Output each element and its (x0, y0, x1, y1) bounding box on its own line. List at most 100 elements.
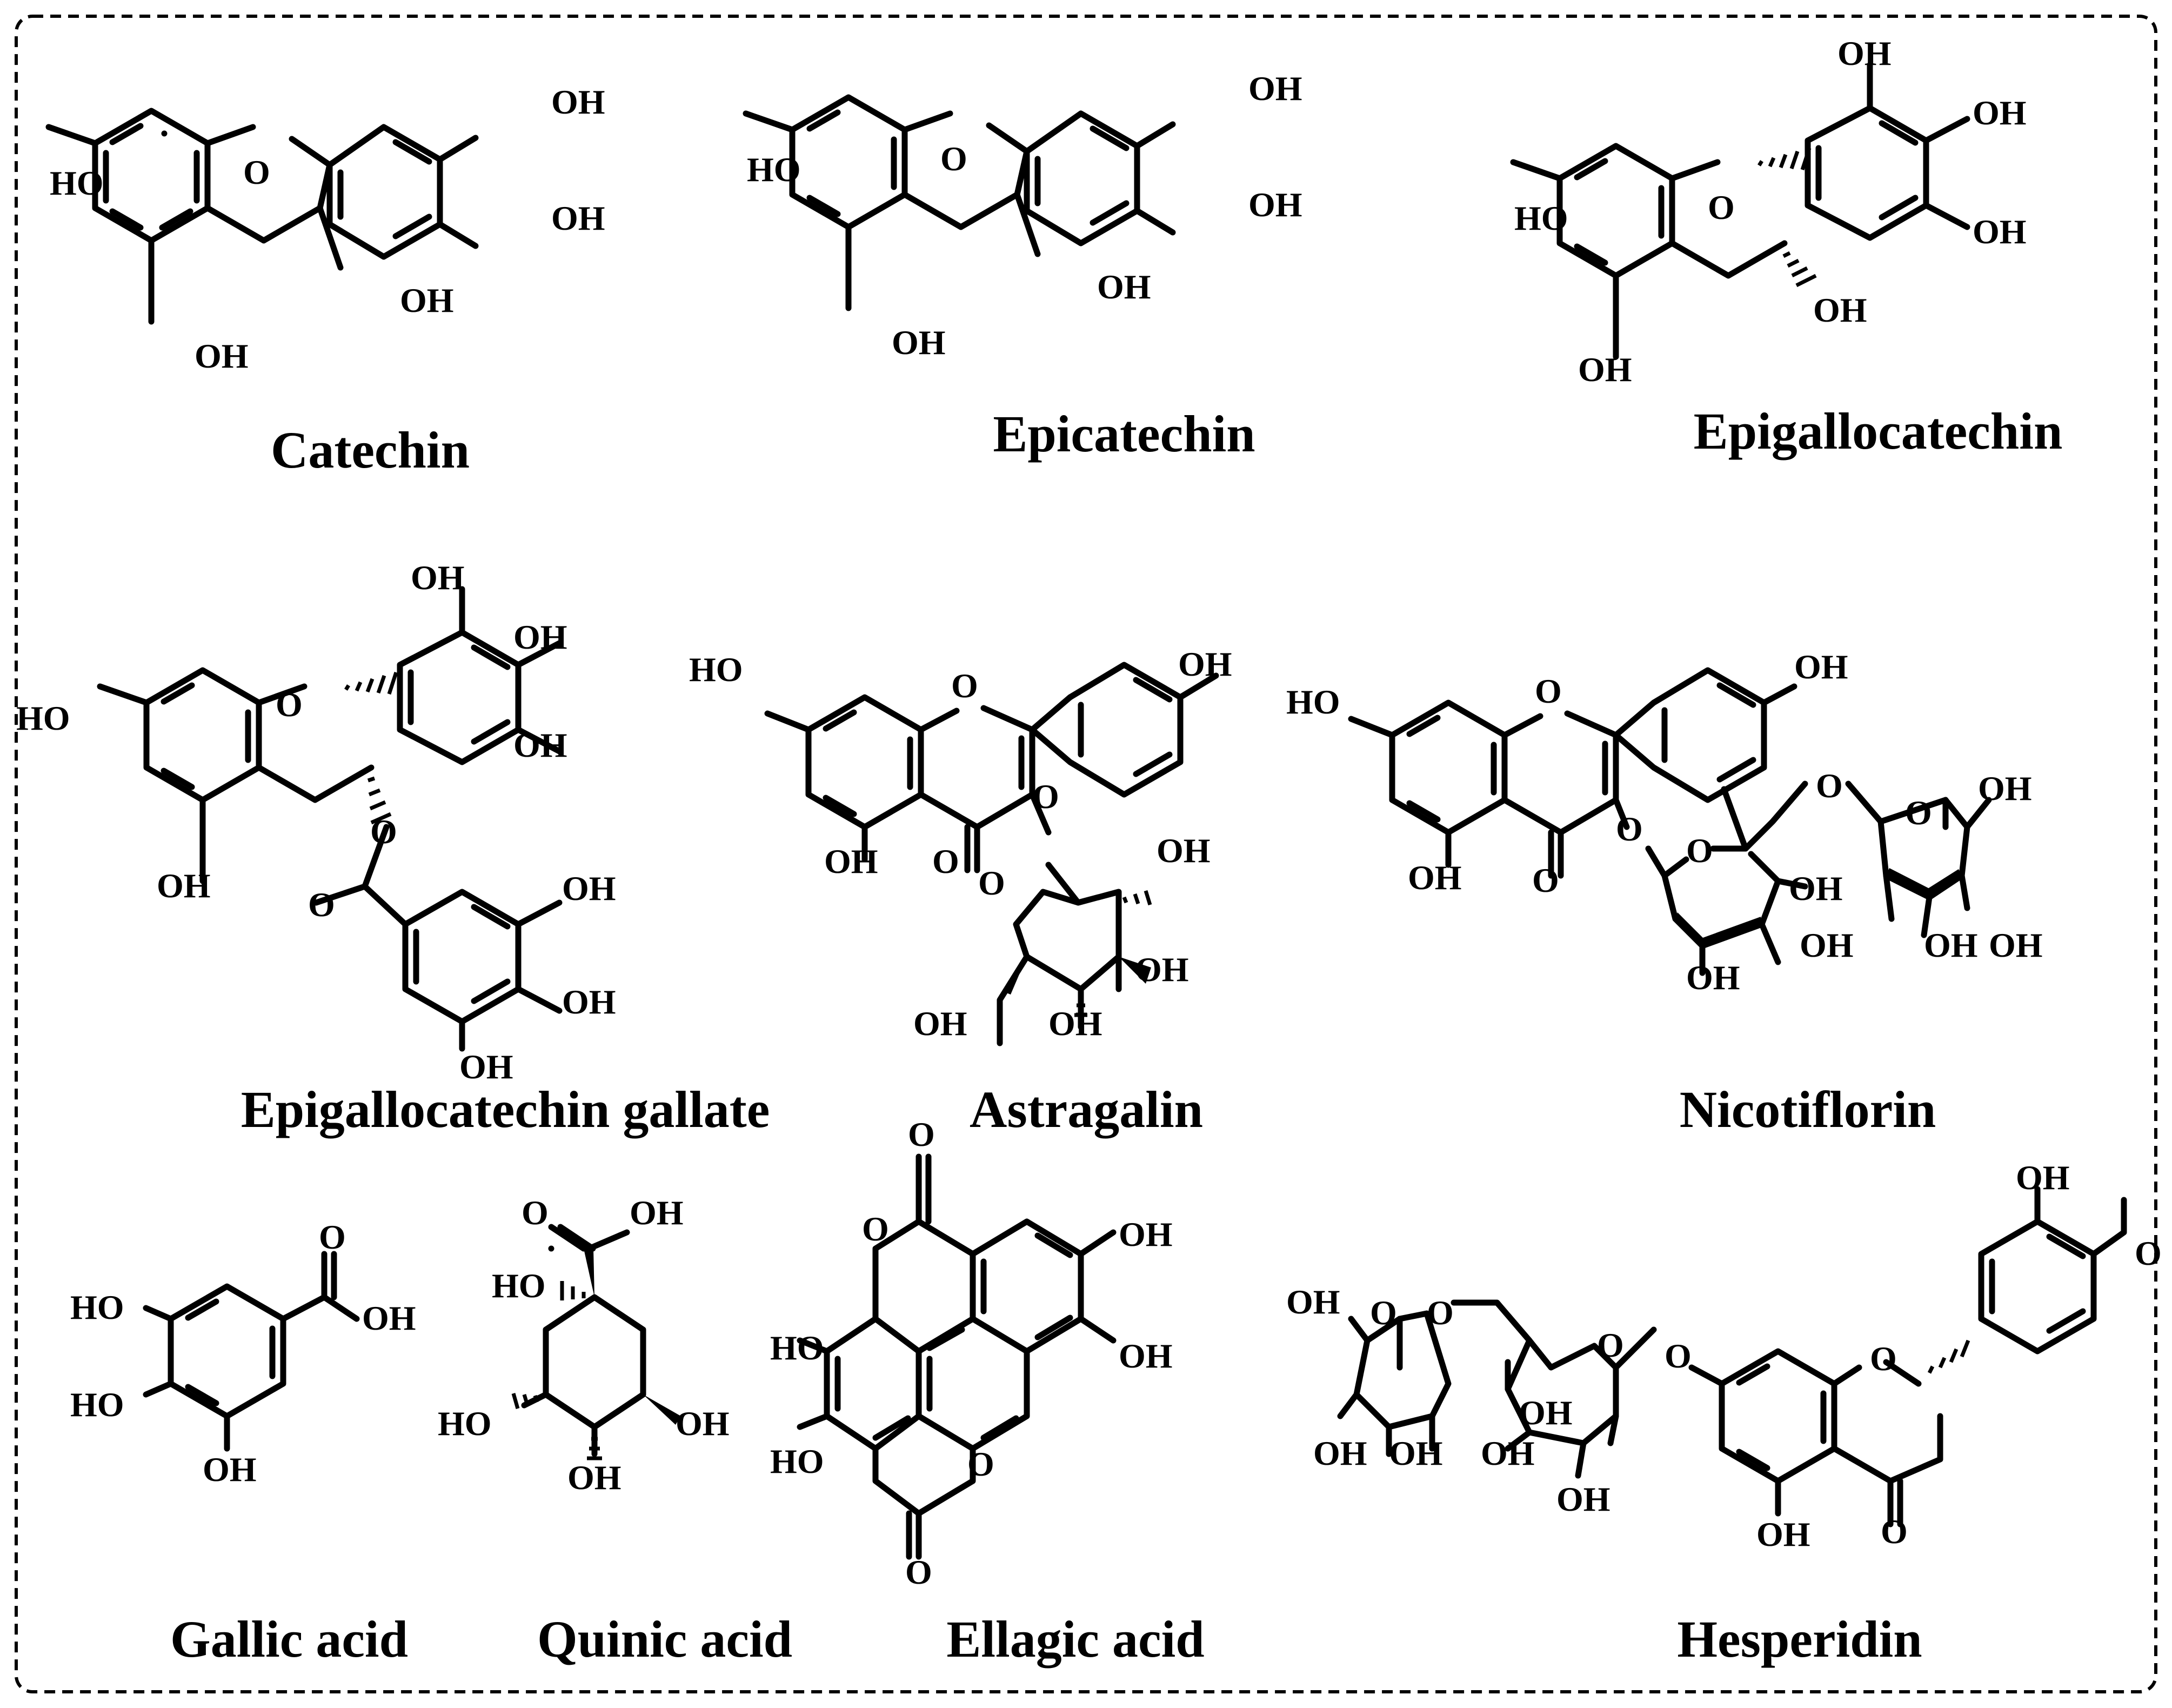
atom-ring-o2: O (967, 1445, 994, 1483)
atom-carbonyl-o: O (932, 842, 959, 880)
compound-name-gallic: Gallic acid (170, 1610, 408, 1668)
atom-ho1: HO (492, 1266, 546, 1305)
atom-carbonyl-o: O (308, 885, 335, 924)
compound-astragalin: OH HO O O O OH O OH OH OH OH (689, 645, 1232, 1046)
atom-oh3: OH (676, 1404, 730, 1443)
atom-oh4p: OH (551, 199, 605, 237)
atom-oh3p: OH (1248, 69, 1302, 108)
compound-quinic: O OH HO HO OH OH (438, 1193, 730, 1497)
compound-name-astragalin: Astragalin (970, 1080, 1203, 1138)
wedge-bond-glc (1675, 912, 1703, 946)
atom-oh5: OH (824, 842, 878, 880)
hashed-bond-c2 (1122, 890, 1152, 906)
atom-ho5: HO (438, 1404, 492, 1443)
atom-glc-oh4: OH (1789, 869, 1843, 908)
wedge-bond-c1-cooh (584, 1249, 594, 1297)
atom-oh5: OH (1756, 1515, 1810, 1553)
atom-oh5: OH (1578, 350, 1632, 389)
atom-oh5p: OH (1973, 212, 2027, 251)
atom-oh5: OH (892, 323, 946, 362)
compound-name-ellagic: Ellagic acid (946, 1610, 1204, 1668)
hashed-bond-c3 (511, 1393, 539, 1409)
atom-o1: O (276, 685, 303, 724)
atom-galloyl-oh4: OH (562, 983, 616, 1021)
hashed-bond-c2 (1757, 147, 1812, 171)
structure-epicatechin (743, 94, 1176, 311)
atom-o1: O (1870, 1339, 1897, 1378)
atom-ho7: HO (16, 699, 70, 737)
atom-ho4: HO (70, 1385, 124, 1424)
compound-egcg: O HO OH OH OH O O OH OH OH OH (16, 558, 616, 1086)
atom-rha-oh4: OH (1286, 1283, 1340, 1321)
atom-o1: O (243, 153, 270, 191)
structure-quinic (521, 1224, 646, 1457)
atom-oh3p: OH (1837, 34, 1892, 72)
wedge-bond-c5 (643, 1395, 681, 1425)
atom-oh3p: OH (2016, 1158, 2070, 1197)
hashed-bond-c2 (344, 671, 398, 695)
atom-glc-oh2: OH (1686, 958, 1740, 997)
atom-carbonyl-o: O (1532, 861, 1559, 899)
atom-oh4: OH (567, 1458, 621, 1497)
atom-rha-oh3: OH (1313, 1434, 1367, 1472)
atom-o1: O (1535, 672, 1562, 710)
atom-oh4: OH (1048, 1004, 1102, 1043)
atom-oh3p: OH (411, 558, 465, 597)
atom-ho7: HO (747, 150, 801, 189)
atom-carbonyl-o: O (1881, 1512, 1908, 1551)
atom-link-o: O (1427, 1293, 1454, 1332)
structure-ellagic (797, 1153, 1117, 1560)
atom-glc-oh3: OH (1800, 926, 1854, 964)
compound-nicotiflorin: OH HO O O O OH O O O OH OH OH OH OH OH (1286, 648, 2043, 997)
atom-oh4p: OH (1973, 94, 2027, 132)
atom-carbonyl-o1: O (908, 1115, 935, 1153)
compound-ellagic: O O OH OH HO HO O O (770, 1115, 1173, 1591)
atom-o3: O (1616, 810, 1643, 848)
dashed-frame (15, 15, 2157, 1693)
atom-oh3: OH (1097, 268, 1151, 306)
atom-o1: O (1708, 188, 1735, 226)
hashed-bond-c4 (587, 1437, 602, 1460)
atom-glc-ring-o: O (1597, 1326, 1624, 1364)
compound-catechin: O HO OH OH OH OH (45, 83, 605, 375)
wedge-bond-c4 (1119, 957, 1151, 984)
hashed-bond-c3 (1074, 993, 1087, 1017)
atom-ho7: HO (1286, 683, 1340, 721)
structure-nicotiflorin (1348, 667, 1992, 976)
hashed-bond-c1-oh (560, 1281, 586, 1300)
structure-catechin (45, 108, 479, 325)
compound-name-egcg: Epigallocatechin gallate (241, 1080, 770, 1138)
structure-hesperidin (1337, 1186, 2127, 1527)
wedge-bond-rha-2 (1926, 869, 1962, 897)
atom-o3: O (370, 812, 397, 851)
atom-oh3: OH (1135, 950, 1189, 989)
compound-name-epicatechin: Epicatechin (993, 405, 1255, 463)
wedge-bond-c5 (1004, 957, 1027, 995)
compound-gallic: O OH HO HO OH (70, 1218, 416, 1489)
atom-oh4p: OH (1248, 185, 1302, 224)
atom-rha-oh4: OH (1978, 769, 2032, 808)
atom-galloyl-oh3: OH (562, 869, 616, 908)
atom-methoxy-o: O (2135, 1234, 2162, 1272)
atom-oh4p: OH (513, 618, 567, 656)
compound-name-quinic: Quinic acid (537, 1610, 792, 1668)
hashed-bond-c3 (367, 776, 392, 825)
atom-glc-ring-o: O (1686, 831, 1713, 870)
atom-ho7: HO (689, 650, 743, 689)
atom-galloyl-oh5: OH (459, 1048, 513, 1086)
atom-ring-o: O (978, 864, 1005, 902)
atom-oh-right-2: OH (1119, 1337, 1173, 1375)
compound-name-catechin: Catechin (271, 421, 470, 479)
atom-oh4p: OH (1794, 648, 1848, 686)
atom-oh6: OH (913, 1004, 967, 1043)
compound-name-nicotiflorin: Nicotiflorin (1680, 1080, 1936, 1138)
atom-rha-oh3: OH (1924, 926, 1978, 964)
atom-cooh: OH (362, 1299, 416, 1337)
compound-epicatechin: O HO OH OH OH OH (743, 69, 1302, 362)
hashed-bond-c3 (1782, 251, 1817, 288)
structure-gallic (143, 1251, 360, 1452)
atom-glc-oh2: OH (1556, 1480, 1610, 1518)
atom-ring-o1: O (862, 1210, 889, 1248)
atom-ho3: HO (70, 1288, 124, 1326)
atom-oh5p: OH (513, 726, 567, 764)
